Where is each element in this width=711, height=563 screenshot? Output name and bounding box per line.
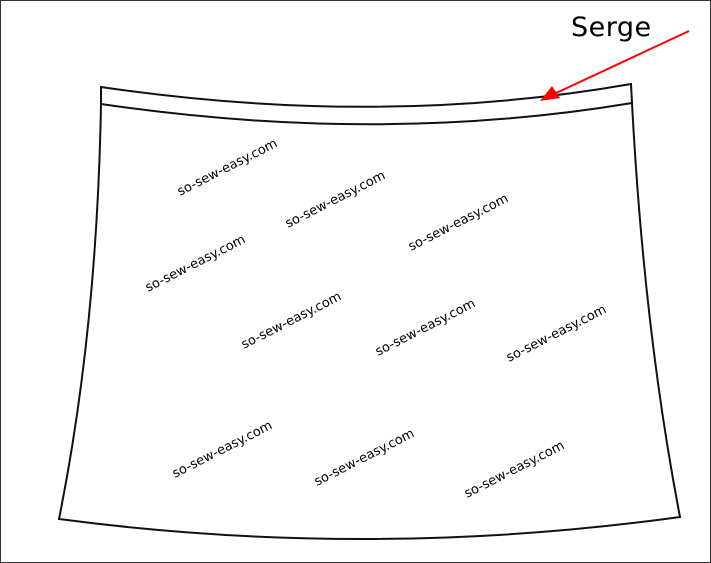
serge-line bbox=[100, 102, 633, 126]
serge-label: Serge bbox=[571, 12, 652, 43]
callout-arrow-head bbox=[540, 86, 560, 101]
callout-arrow-line bbox=[553, 30, 690, 95]
pattern-piece-outline bbox=[57, 82, 682, 541]
